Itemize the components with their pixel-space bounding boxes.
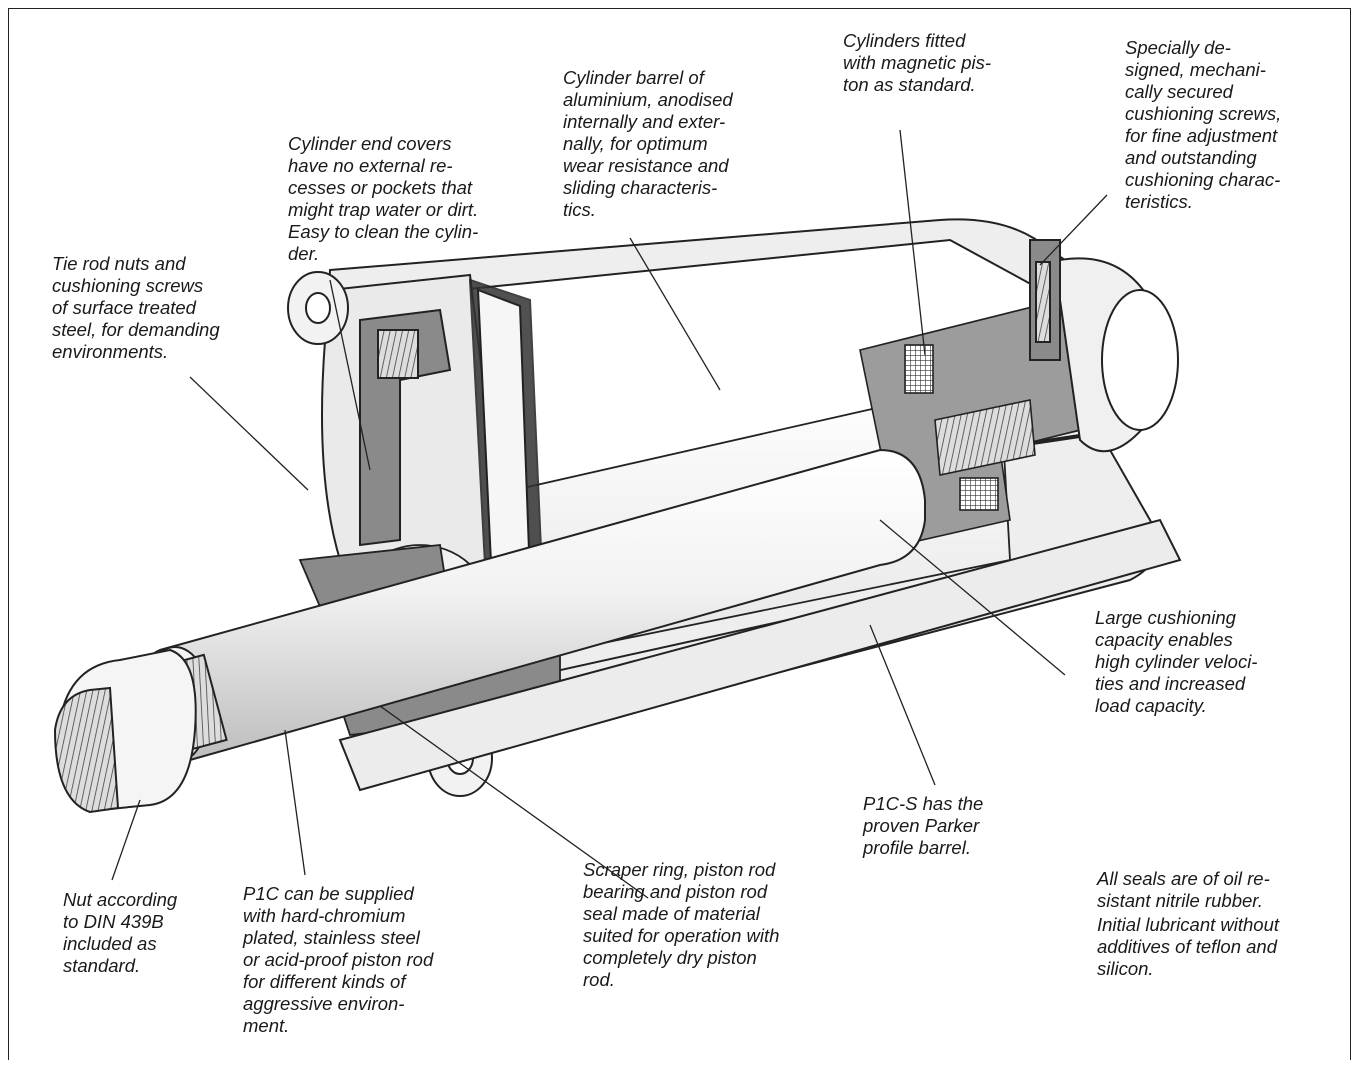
leader-cushioning-screws [1039,194,1108,266]
annotation-profile-barrel: P1C-S has the proven Parker profile barr… [863,793,984,858]
tie-rod-nuts [287,271,1182,797]
annotation-barrel: Cylinder barrel of aluminium, anodised i… [563,67,733,220]
annotation-nut: Nut according to DIN 439B included as st… [63,889,178,976]
leader-end-covers [329,279,371,471]
annotation-scraper-ring: Scraper ring, piston rod bearing and pis… [583,859,780,990]
annotation-end-covers: Cylinder end covers have no external re-… [288,133,479,264]
diagram-frame [8,8,1351,1060]
leader-nut [111,799,141,881]
annotation-magnetic-piston: Cylinders fitted with magnetic pis- ton … [843,30,992,95]
magnet-element [904,344,934,394]
magnet-element-lower [959,477,999,511]
annotation-lubricant: Initial lubricant without additives of t… [1097,914,1280,979]
annotation-cushioning-capacity: Large cushioning capacity enables high c… [1095,607,1258,716]
leader-profile-barrel [869,624,936,786]
leader-lines [111,129,1108,899]
leader-scraper-ring [379,705,649,899]
annotation-seals: All seals are of oil re- sistant nitrile… [1097,868,1270,911]
leader-tie-rod-nuts [189,376,309,491]
annotation-piston-rod: P1C can be supplied with hard-chromium p… [243,883,434,1036]
leader-piston-rod [284,729,306,876]
leader-cushioning-capacity [879,519,1066,676]
rear-end-cover [1029,239,1179,453]
rod-end-nut [53,648,197,814]
leader-barrel [629,237,721,391]
leader-magnetic-piston [899,129,926,356]
cushioning-screw [1035,261,1051,343]
front-cushioning-screw [377,329,419,379]
annotation-cushioning-screws: Specially de- signed, mechani- cally sec… [1125,37,1282,212]
annotation-tie-rod-nuts: Tie rod nuts and cushioning screws of su… [52,253,220,362]
